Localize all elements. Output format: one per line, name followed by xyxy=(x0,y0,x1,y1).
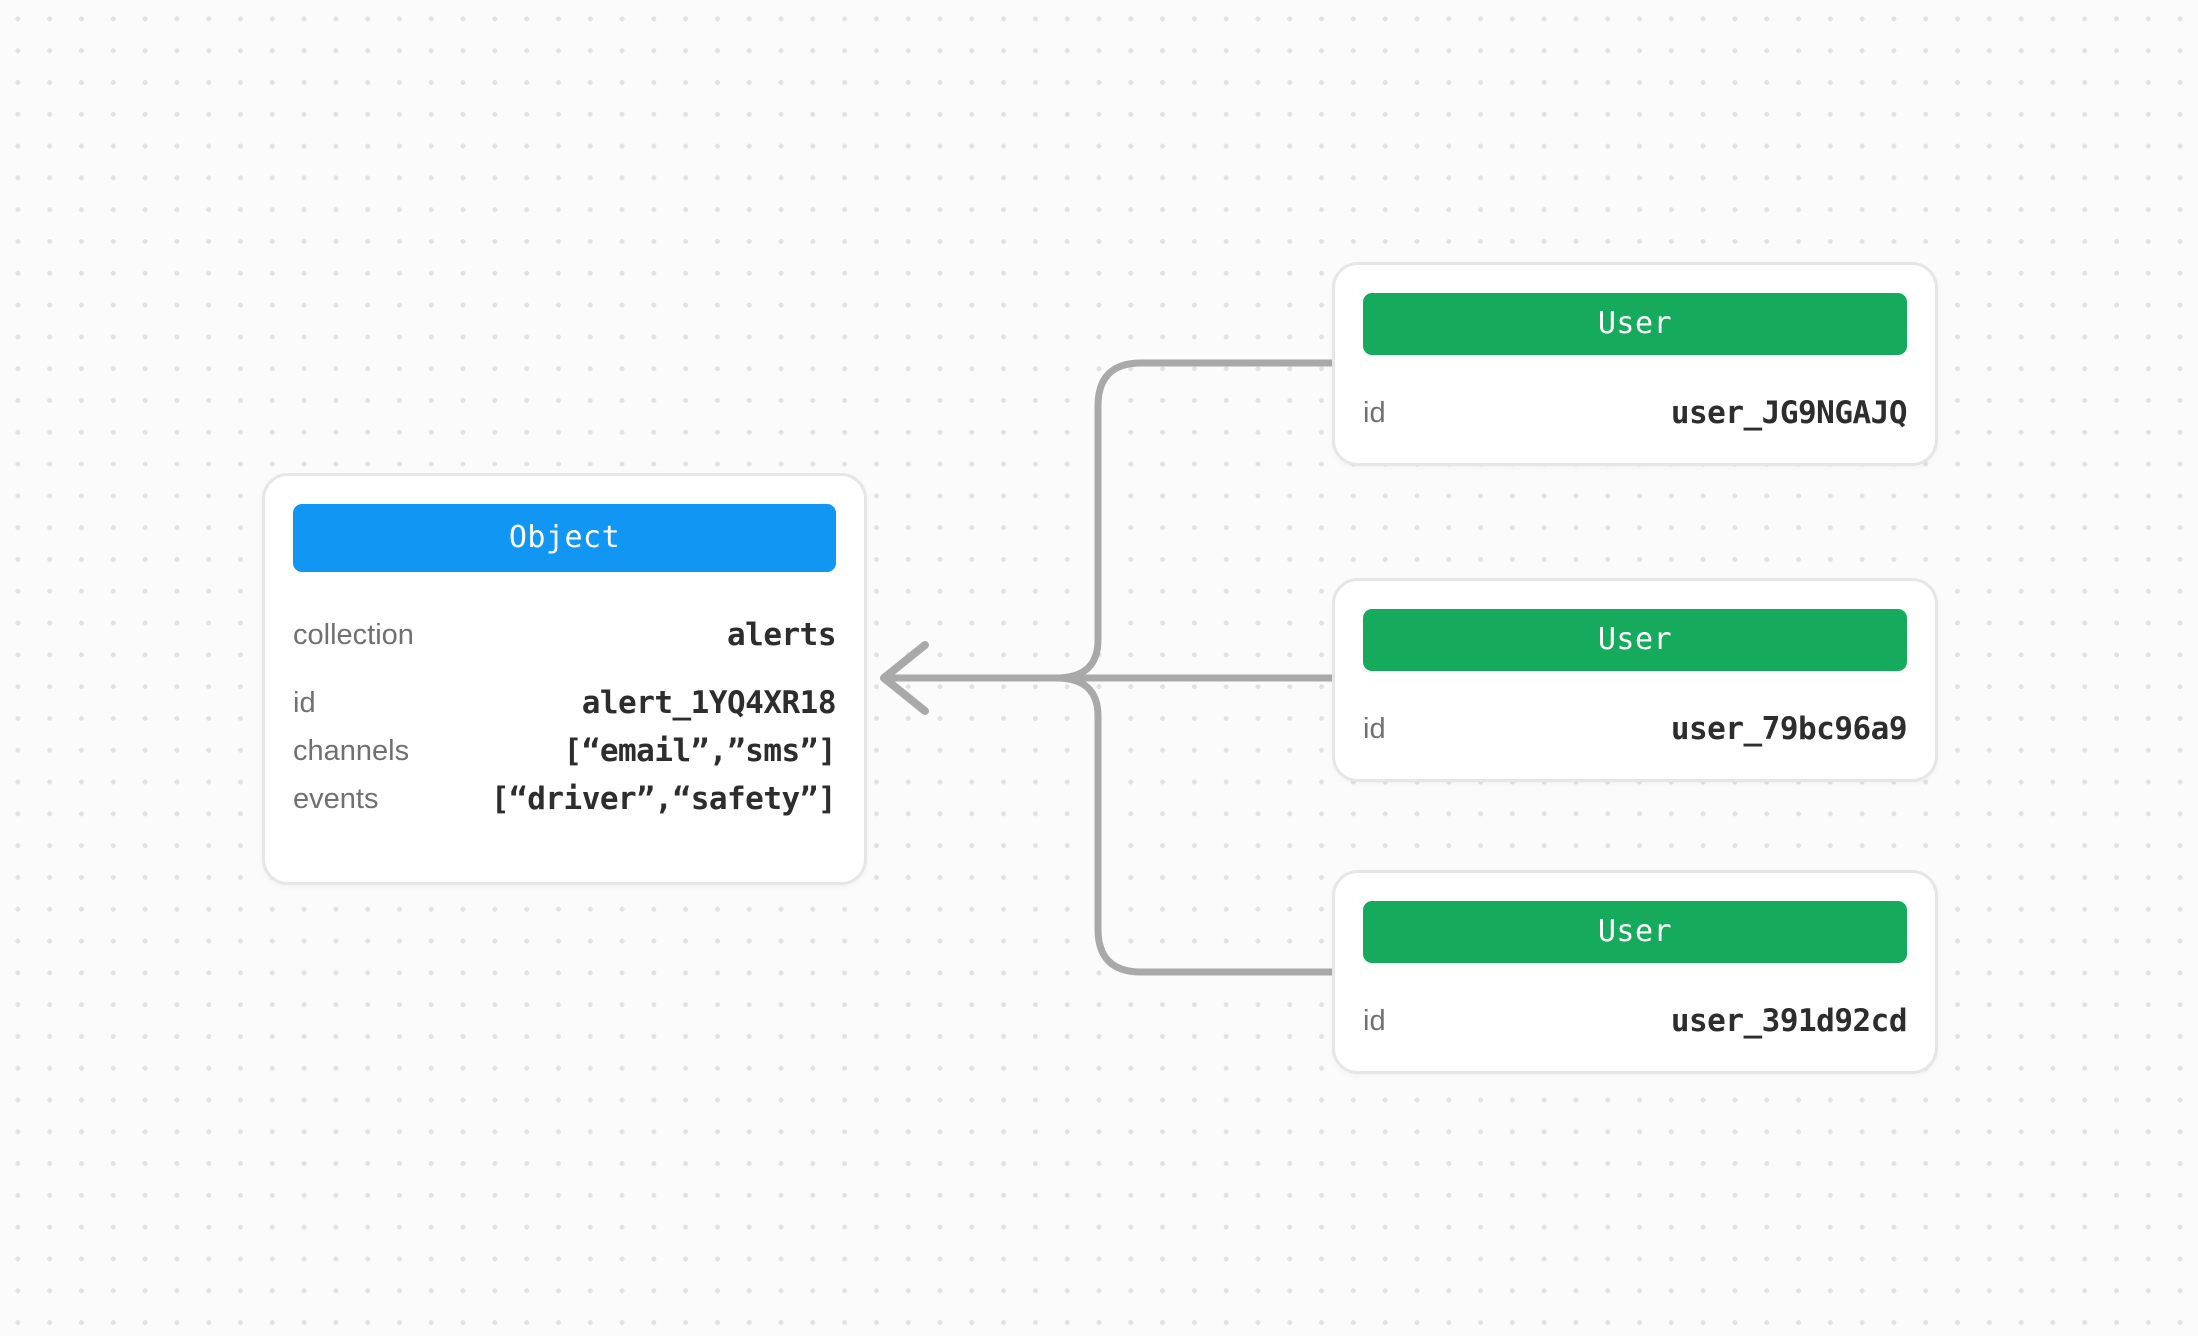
node-title: Object xyxy=(508,520,621,555)
field-value: alerts xyxy=(727,617,836,653)
field-row: id alert_1YQ4XR18 xyxy=(293,681,837,725)
field-label: events xyxy=(293,782,379,815)
user-node[interactable]: User id user_79bc96a9 xyxy=(1332,578,1938,782)
user-node-header: User xyxy=(1363,293,1907,355)
field-value: [“driver”,“safety”] xyxy=(490,781,837,817)
object-node[interactable]: Object collection alerts id alert_1YQ4XR… xyxy=(262,473,867,885)
node-title: User xyxy=(1597,622,1673,657)
field-value: user_JG9NGAJQ xyxy=(1670,395,1908,431)
connector-branch-bottom xyxy=(1052,674,1337,976)
node-title: User xyxy=(1597,306,1673,341)
field-label: id xyxy=(293,686,316,719)
field-label: collection xyxy=(293,618,414,651)
field-value: user_79bc96a9 xyxy=(1670,711,1908,747)
field-label: id xyxy=(1363,1004,1386,1037)
field-label: id xyxy=(1363,712,1386,745)
arrow-left-icon xyxy=(880,641,929,715)
user-node-header: User xyxy=(1363,609,1907,671)
field-row: events [“driver”,“safety”] xyxy=(293,777,837,821)
field-row: channels [“email”,”sms”] xyxy=(293,729,837,773)
field-row: id user_79bc96a9 xyxy=(1363,707,1908,751)
field-label: channels xyxy=(293,734,410,767)
field-row: id user_JG9NGAJQ xyxy=(1363,391,1908,435)
connector-branch-top xyxy=(1052,359,1337,682)
user-node[interactable]: User id user_391d92cd xyxy=(1332,870,1938,1074)
user-node[interactable]: User id user_JG9NGAJQ xyxy=(1332,262,1938,466)
node-title: User xyxy=(1597,914,1673,949)
field-value: user_391d92cd xyxy=(1670,1003,1908,1039)
field-row: id user_391d92cd xyxy=(1363,999,1908,1043)
object-node-header: Object xyxy=(293,504,836,572)
field-value: alert_1YQ4XR18 xyxy=(581,685,837,721)
field-value: [“email”,”sms”] xyxy=(563,733,837,769)
field-row: collection alerts xyxy=(293,613,836,657)
user-node-header: User xyxy=(1363,901,1907,963)
field-label: id xyxy=(1363,396,1386,429)
